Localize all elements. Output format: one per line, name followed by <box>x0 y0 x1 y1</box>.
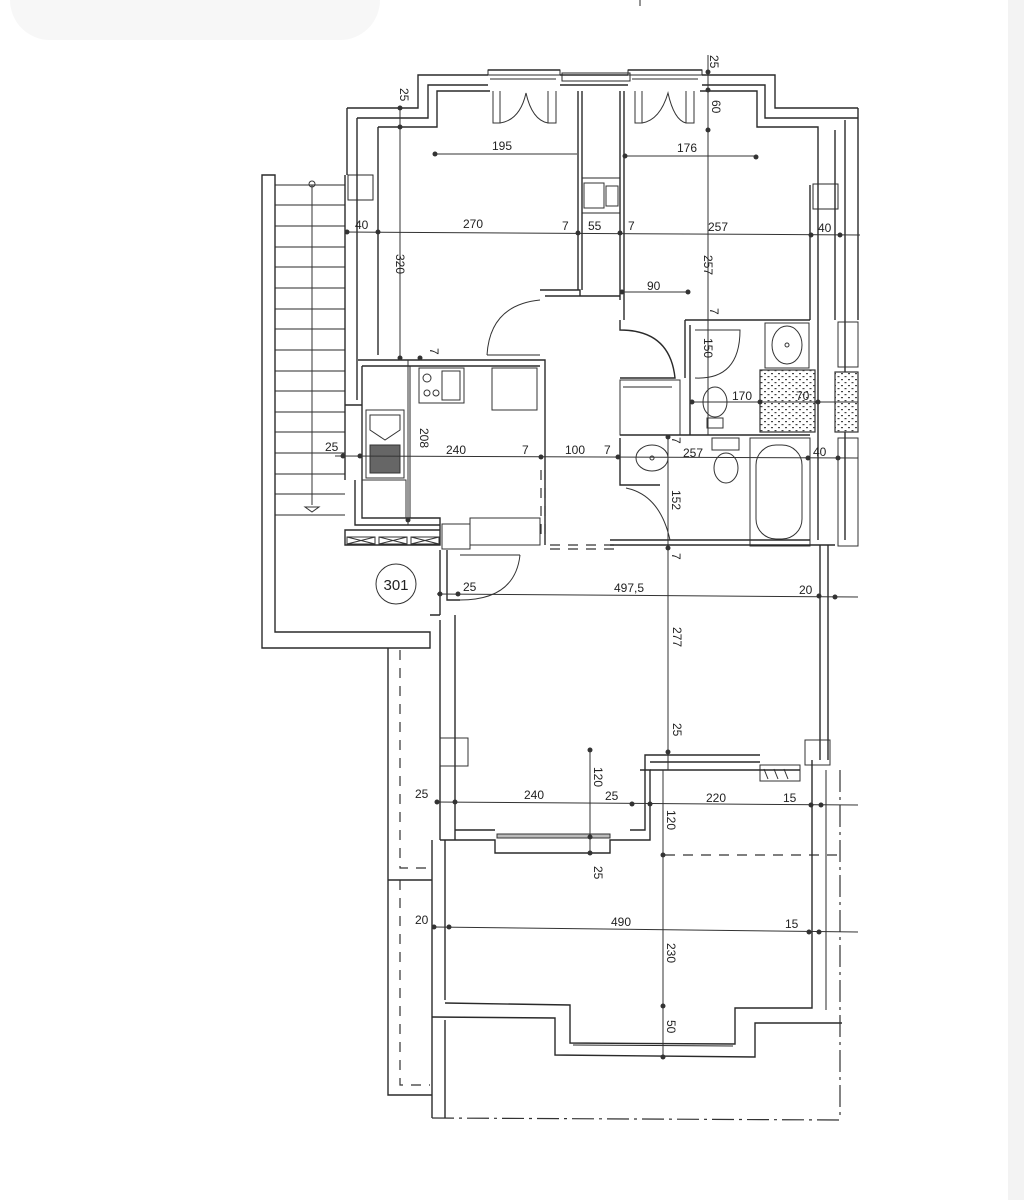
svg-text:20: 20 <box>799 583 813 597</box>
svg-text:90: 90 <box>647 279 661 293</box>
svg-text:25: 25 <box>707 55 721 69</box>
east-wall-upper <box>347 108 859 540</box>
page-edge-strip <box>1008 0 1024 1200</box>
svg-text:25: 25 <box>463 580 477 594</box>
closet-shaft <box>577 91 625 320</box>
scan-smudge <box>10 0 380 40</box>
svg-text:7: 7 <box>669 437 683 444</box>
svg-text:277: 277 <box>670 627 684 647</box>
washbasin-icon <box>771 325 803 365</box>
svg-text:15: 15 <box>785 917 799 931</box>
living-room <box>430 550 831 854</box>
svg-text:7: 7 <box>427 348 441 355</box>
svg-text:25: 25 <box>415 787 429 801</box>
neighbor-fixtures <box>834 321 859 547</box>
svg-text:50: 50 <box>664 1020 678 1034</box>
svg-text:152: 152 <box>669 490 683 510</box>
svg-text:25: 25 <box>670 723 684 737</box>
svg-text:25: 25 <box>397 88 411 102</box>
svg-text:7: 7 <box>604 443 611 457</box>
svg-text:25: 25 <box>325 440 339 454</box>
sink-icon <box>365 409 405 479</box>
svg-text:270: 270 <box>463 217 483 231</box>
svg-text:7: 7 <box>562 219 569 233</box>
bathtub-icon <box>749 437 811 547</box>
svg-text:20: 20 <box>415 913 429 927</box>
dimension-labels: 25 25 60 195 176 40 270 7 55 7 257 40 32… <box>325 55 832 1034</box>
shower-tray-icon <box>759 369 816 433</box>
kitchen <box>344 359 546 550</box>
svg-text:120: 120 <box>591 767 605 787</box>
svg-text:320: 320 <box>393 254 407 274</box>
svg-text:55: 55 <box>588 219 602 233</box>
svg-text:170: 170 <box>732 389 752 403</box>
balcony-door-left <box>492 91 557 124</box>
svg-text:15: 15 <box>783 791 797 805</box>
dimension-dots <box>340 69 843 1060</box>
north-wall <box>346 69 858 355</box>
vent-icons <box>346 536 440 545</box>
stove-icon <box>418 367 465 404</box>
svg-text:7: 7 <box>628 219 635 233</box>
svg-text:220: 220 <box>706 791 726 805</box>
svg-text:25: 25 <box>605 789 619 803</box>
svg-text:150: 150 <box>701 338 715 358</box>
svg-text:40: 40 <box>813 445 827 459</box>
svg-text:257: 257 <box>701 255 715 275</box>
svg-text:100: 100 <box>565 443 585 457</box>
staircase <box>261 174 431 649</box>
hall-doors <box>486 289 681 436</box>
svg-text:490: 490 <box>611 915 631 929</box>
stair-wall <box>344 175 358 400</box>
svg-text:301: 301 <box>383 577 408 594</box>
terrace-outline <box>387 648 842 1121</box>
svg-text:7: 7 <box>522 443 529 457</box>
svg-text:230: 230 <box>664 943 678 963</box>
svg-text:240: 240 <box>446 443 466 457</box>
dimension-lines <box>334 55 861 1057</box>
svg-text:497,5: 497,5 <box>614 581 644 595</box>
svg-text:40: 40 <box>818 221 832 235</box>
svg-text:240: 240 <box>524 788 544 802</box>
svg-text:40: 40 <box>355 218 369 232</box>
basin-icon <box>635 444 669 472</box>
toilet-lower-icon <box>713 452 739 484</box>
svg-text:7: 7 <box>669 553 683 560</box>
svg-text:7: 7 <box>707 308 721 315</box>
svg-text:257: 257 <box>683 446 703 460</box>
unit-number-badge: 301 <box>375 563 417 605</box>
svg-text:25: 25 <box>591 866 605 880</box>
bathroom <box>610 319 835 760</box>
svg-text:120: 120 <box>664 810 678 830</box>
svg-text:208: 208 <box>417 428 431 448</box>
svg-text:70: 70 <box>796 389 810 403</box>
svg-text:257: 257 <box>708 220 728 234</box>
balcony-door-right <box>634 91 695 124</box>
svg-text:176: 176 <box>677 141 697 155</box>
svg-text:60: 60 <box>709 100 723 114</box>
svg-text:195: 195 <box>492 139 512 153</box>
fridge-icon <box>491 367 538 411</box>
